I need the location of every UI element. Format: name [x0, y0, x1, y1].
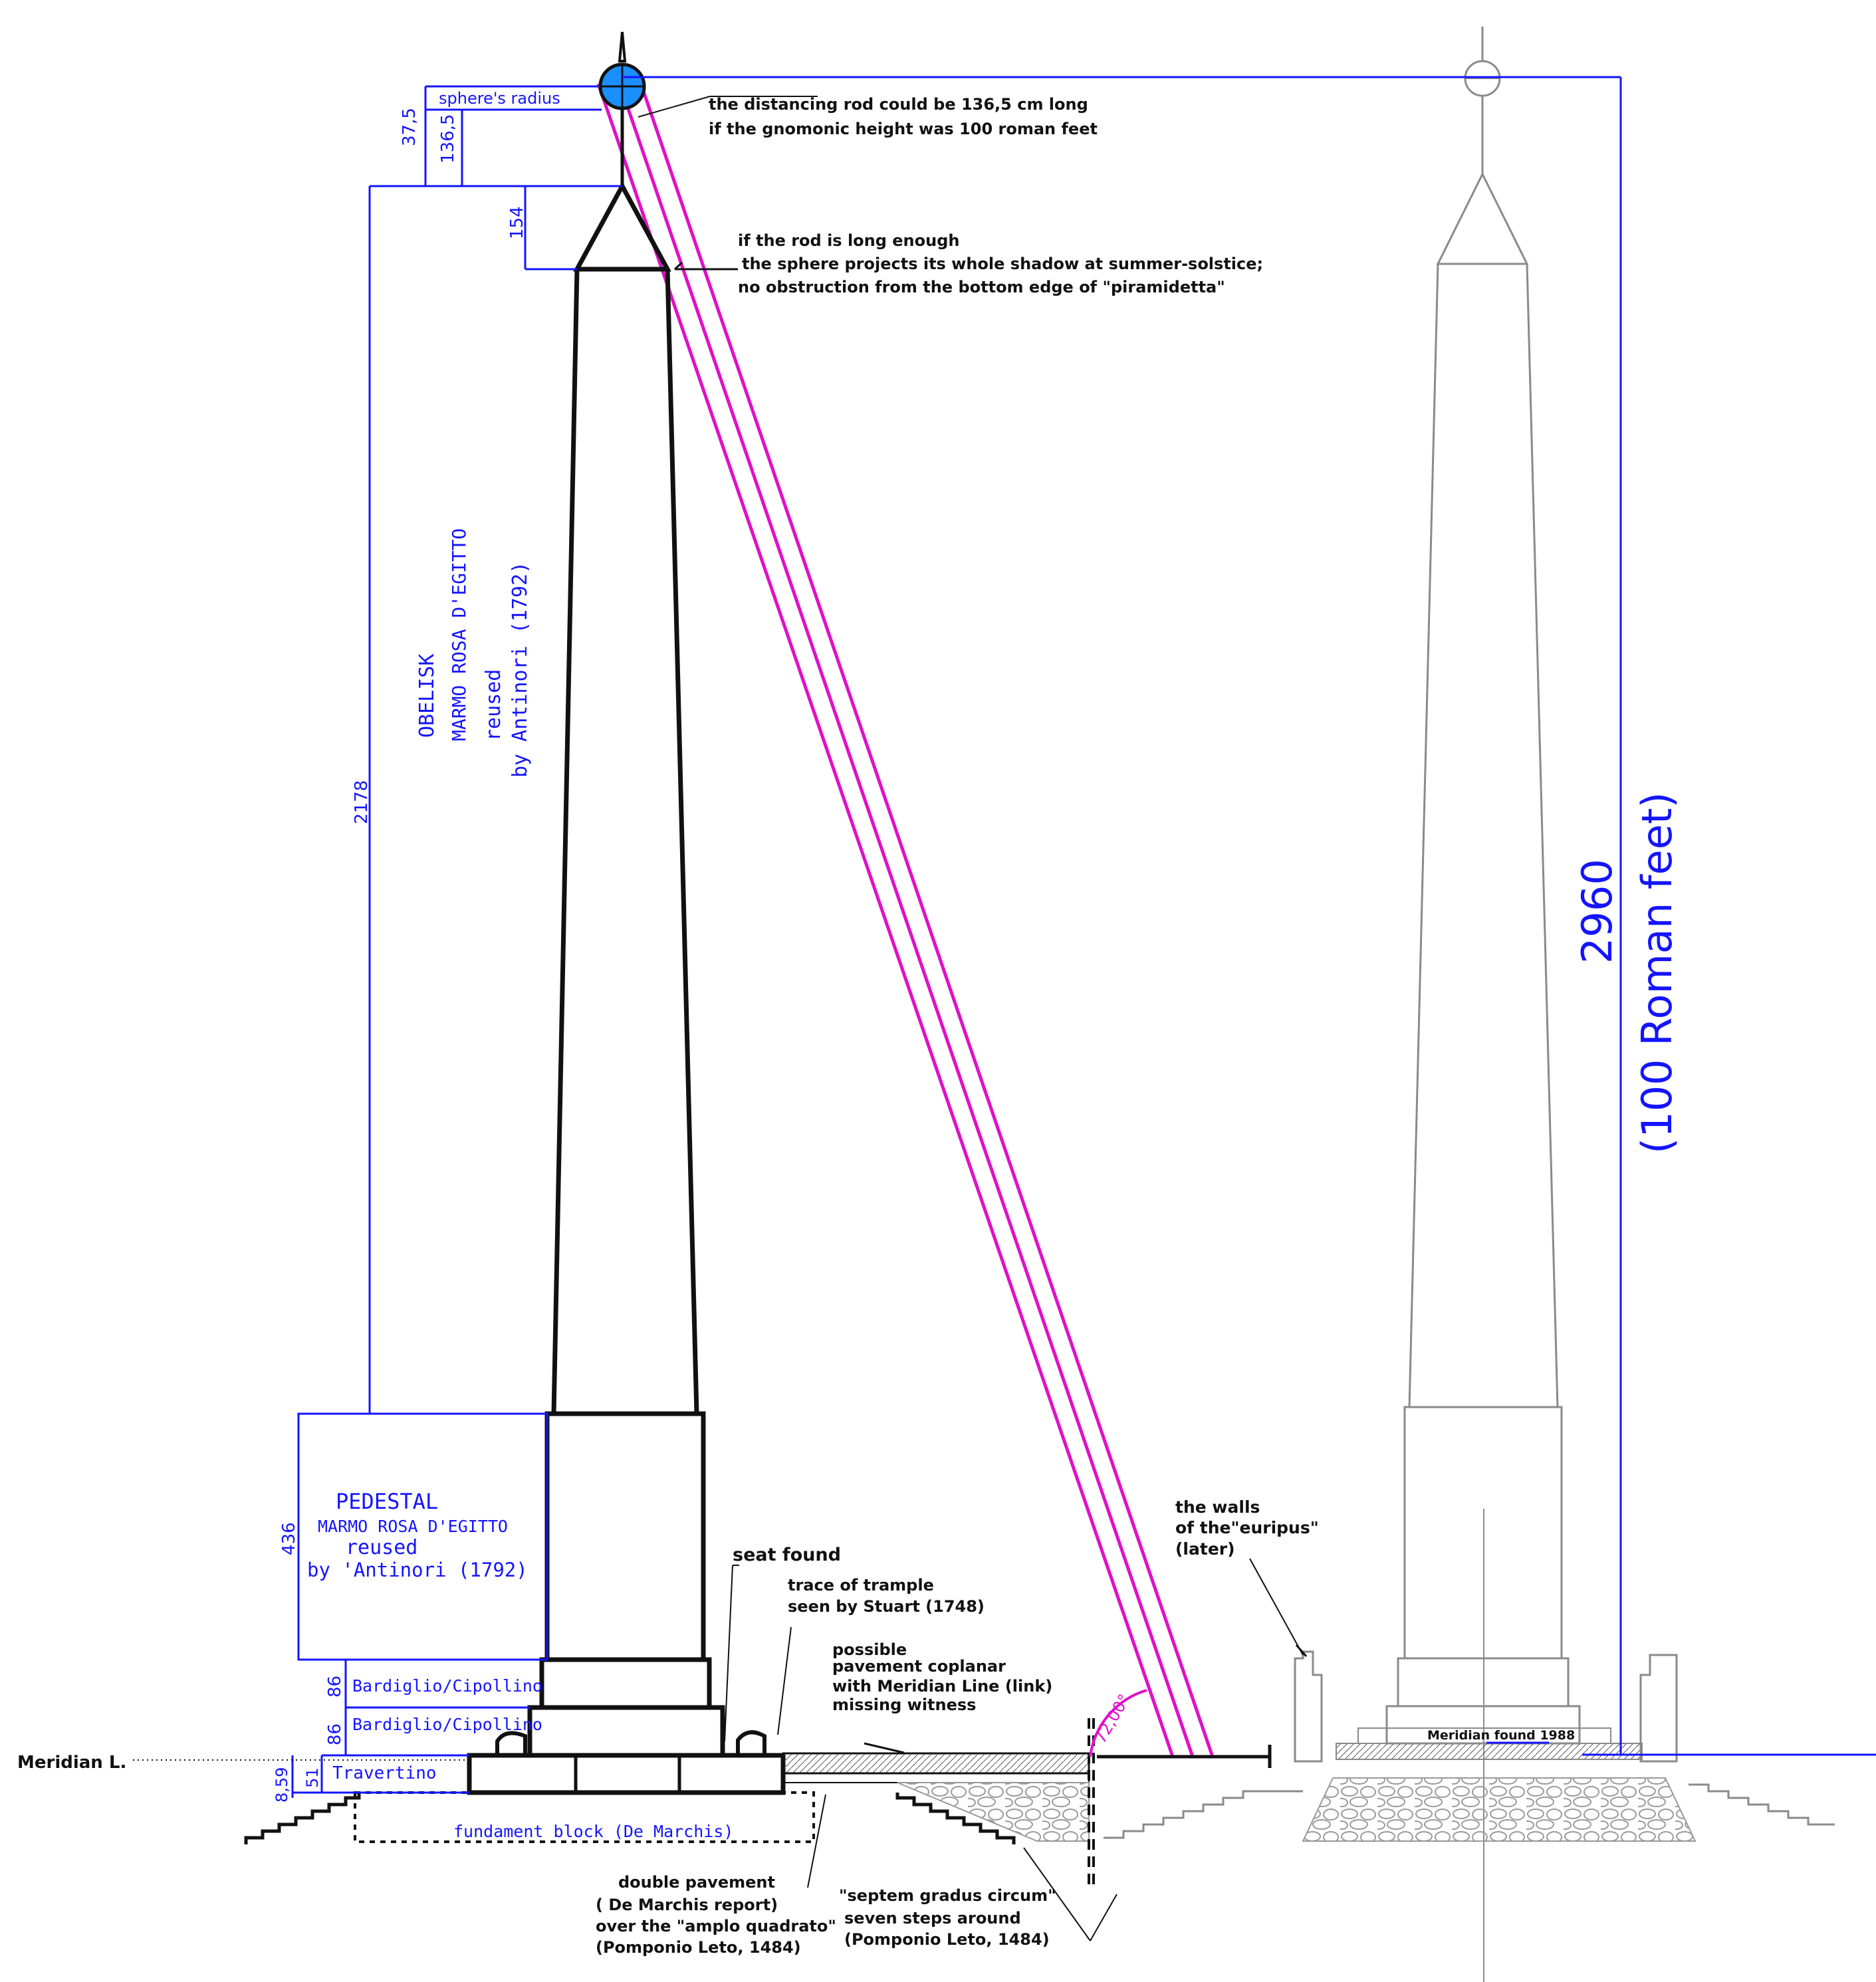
pedestal-label-2: MARMO ROSA D'EGITTO — [318, 1517, 508, 1536]
obelisk-reference: Meridian found 1988 — [1104, 27, 1835, 1982]
shadow-note-2: the sphere projects its whole shadow at … — [742, 255, 1263, 273]
angle-marker: 72,00° — [1089, 1689, 1147, 1757]
rod-note-1: the distancing rod could be 136,5 cm lon… — [709, 95, 1088, 114]
blue-labels: sphere's radius OBELISK MARMO ROSA D'EGI… — [307, 89, 733, 1841]
dim-2178: 2178 — [352, 780, 372, 824]
double-note-3: over the "amplo quadrato" — [596, 1917, 836, 1935]
septem-note-1: "septem gradus circum" — [839, 1886, 1056, 1905]
meridian-line-label: Meridian L. — [17, 1753, 126, 1773]
walls-note-3: (later) — [1175, 1539, 1235, 1559]
total-height-value: 2960 — [1573, 859, 1621, 964]
dim-51: 51 — [303, 1767, 322, 1788]
possible-note-2: pavement coplanar — [832, 1657, 1006, 1676]
seat-found-label: seat found — [733, 1545, 841, 1565]
dimension-values: 37,5 136,5 154 2178 436 86 86 51 8,59 29… — [273, 108, 1681, 1803]
walls-note-1: the walls — [1175, 1497, 1260, 1517]
dim-86b: 86 — [325, 1723, 345, 1745]
bardiglio-label-1: Bardiglio/Cipollino — [352, 1676, 542, 1696]
meridian-found-label: Meridian found 1988 — [1427, 1728, 1575, 1743]
pedestal-label-3: reused — [346, 1536, 417, 1559]
sun-rays — [596, 75, 1215, 1757]
shadow-note-3: no obstruction from the bottom edge of "… — [738, 278, 1225, 296]
obelisk-label-3: reused — [482, 669, 505, 741]
pedestal-label-4: by 'Antinori (1792) — [307, 1559, 528, 1581]
double-note-1: double pavement — [618, 1873, 775, 1892]
dim-436: 436 — [279, 1522, 299, 1555]
sphere-radius-label: sphere's radius — [439, 89, 560, 108]
trample-note-1: trace of trample — [788, 1576, 934, 1595]
possible-note-1: possible — [832, 1640, 907, 1659]
septem-note-2: seven steps around — [844, 1909, 1021, 1927]
total-height-note: (100 Roman feet) — [1633, 792, 1681, 1154]
fundament-label: fundament block (De Marchis) — [453, 1822, 733, 1841]
double-note-4: (Pomponio Leto, 1484) — [596, 1938, 801, 1957]
shadow-note-1: if the rod is long enough — [738, 231, 959, 250]
dimension-lines — [133, 76, 1876, 1941]
travertino-label: Travertino — [332, 1763, 437, 1783]
double-note-2: ( De Marchis report) — [596, 1896, 778, 1914]
obelisk-label-1: OBELISK — [415, 654, 439, 738]
dim-37-5: 37,5 — [400, 108, 419, 146]
obelisk-label-4: by Antinori (1792) — [509, 562, 532, 778]
septem-note-3: (Pomponio Leto, 1484) — [844, 1930, 1050, 1949]
bardiglio-label-2: Bardiglio/Cipollino — [352, 1715, 542, 1734]
dim-154: 154 — [507, 206, 527, 239]
possible-note-3: with Meridian Line (link) — [832, 1677, 1052, 1696]
obelisk-label-2: MARMO ROSA D'EGITTO — [448, 528, 470, 741]
dim-86a: 86 — [325, 1676, 345, 1698]
steps-left — [244, 1793, 1016, 1844]
trample-note-2: seen by Stuart (1748) — [788, 1597, 985, 1616]
dim-136-5: 136,5 — [438, 114, 458, 164]
possible-note-4: missing witness — [832, 1696, 976, 1714]
angle-label: 72,00° — [1091, 1691, 1134, 1747]
annotations: the distancing rod could be 136,5 cm lon… — [17, 95, 1319, 1957]
walls-note-2: of the"euripus" — [1175, 1518, 1319, 1537]
pedestal-label-1: PEDESTAL — [336, 1489, 438, 1514]
dim-8-59: 8,59 — [273, 1767, 291, 1803]
rod-note-2: if the gnomonic height was 100 roman fee… — [709, 120, 1098, 138]
